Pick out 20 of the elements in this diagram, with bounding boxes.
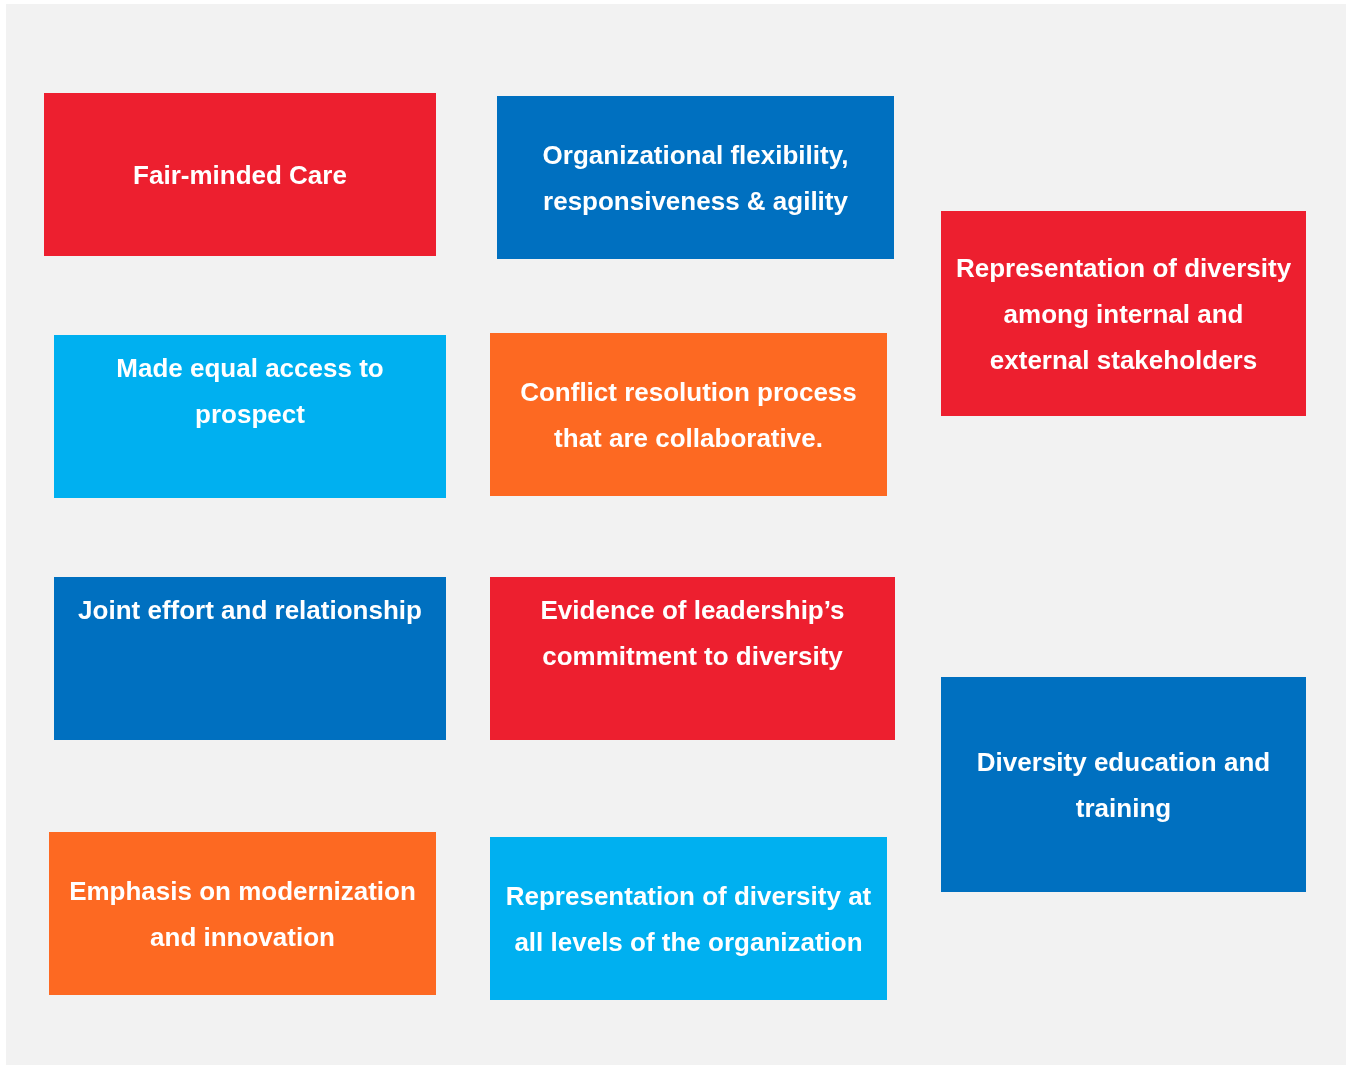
box-label: Evidence of leadership’s commitment to diversity — [539, 594, 846, 673]
text-box — [497, 96, 894, 259]
box-label: Made equal access to prospect — [115, 352, 385, 431]
box-label: Representation of diversity at all levels of the organization — [504, 879, 873, 959]
text-box — [49, 832, 436, 995]
box-label: Diversity education and training — [975, 745, 1272, 825]
text-box — [490, 577, 895, 740]
text-box — [54, 335, 446, 498]
text-box — [941, 677, 1306, 892]
text-box — [490, 333, 887, 496]
box-label: Joint effort and relationship — [78, 594, 422, 627]
box-label: Emphasis on modernization and innovation — [68, 874, 417, 954]
text-box — [54, 577, 446, 740]
box-label: Conflict resolution process that are collaborative. — [519, 375, 858, 455]
box-label: Representation of diversity among internal and external stakeholders — [955, 251, 1292, 377]
text-box — [490, 837, 887, 1000]
box-label: Fair-minded Care — [133, 158, 347, 192]
text-box — [941, 211, 1306, 416]
text-box — [44, 93, 436, 256]
box-label: Organizational flexibility, responsiveness & agility — [541, 138, 850, 218]
